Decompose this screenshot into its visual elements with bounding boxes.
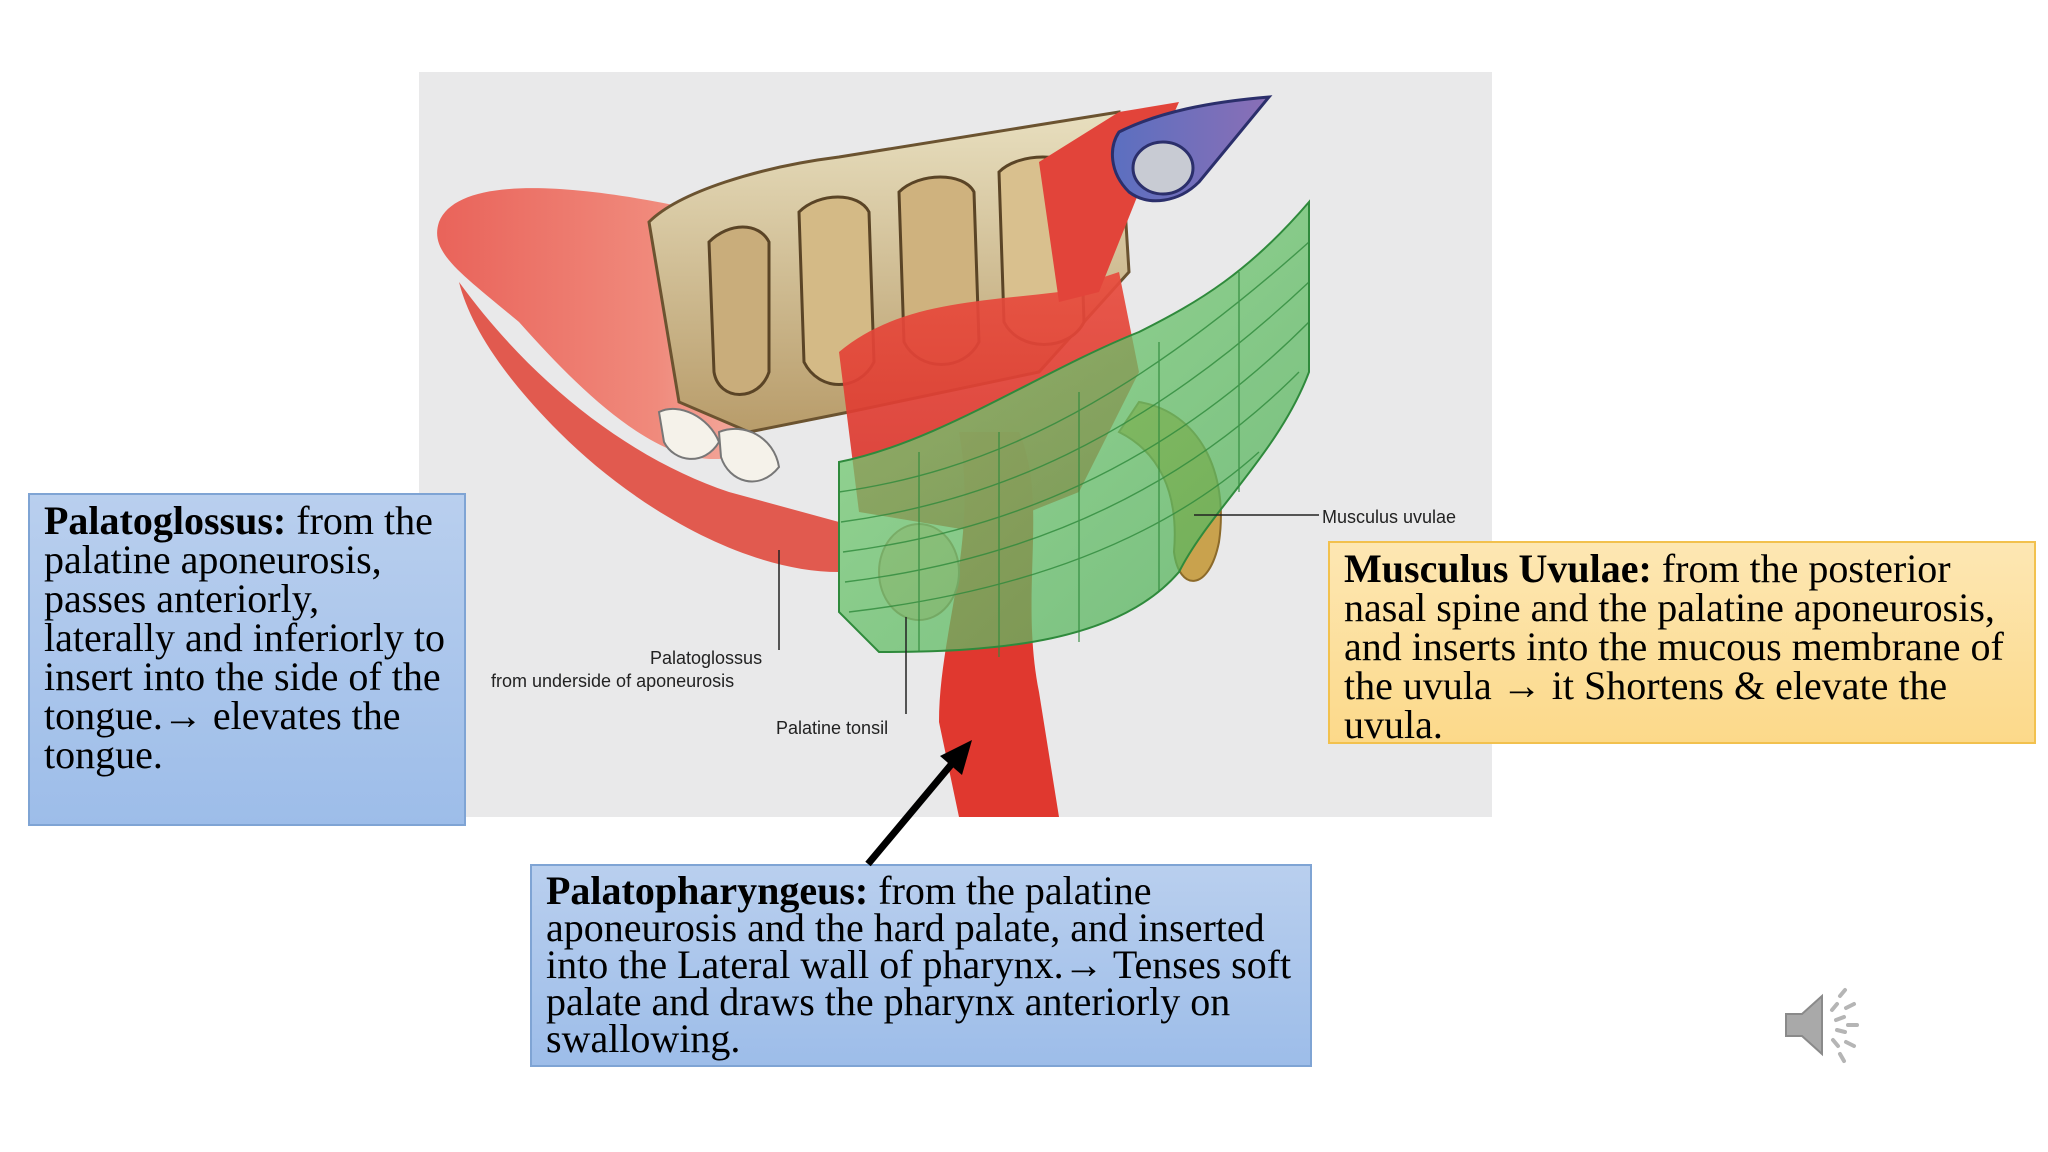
musculus-uvulae-note-title: Musculus Uvulae: (1344, 546, 1652, 591)
leader-lines (778, 514, 1319, 714)
palatoglossus-note-title: Palatoglossus: (44, 498, 287, 543)
palatal-aponeurosis-sheet (838, 199, 1310, 654)
palatoglossus-muscle (459, 282, 839, 572)
musculus-uvulae-note-text: from the posterior nasal spine and the p… (1344, 546, 2004, 747)
palatopharyngeus-note: Palatopharyngeus: from the palatine apon… (530, 864, 1312, 1067)
label-palatoglossus-origin: from underside of aponeurosis (491, 671, 735, 691)
palatopharyngeus-note-title: Palatopharyngeus: (546, 868, 869, 913)
palatoglossus-note-text: from the palatine aponeurosis, passes an… (44, 498, 445, 777)
sheet-grid-lines (838, 241, 1310, 657)
palatoglossus-note: Palatoglossus: from the palatine aponeur… (28, 493, 466, 826)
label-palatoglossus: Palatoglossus (650, 648, 763, 668)
label-musculus-uvulae: Musculus uvulae (1322, 507, 1457, 527)
anatomy-illustration (419, 72, 1492, 817)
palate-muscles-drawing (437, 95, 1319, 817)
palatopharyngeus-note-text: from the palatine aponeurosis and the ha… (546, 868, 1292, 1061)
musculus-uvulae-note: Musculus Uvulae: from the posterior nasa… (1328, 541, 2036, 747)
label-palatine-tonsil: Palatine tonsil (776, 718, 889, 738)
speaker-icon[interactable] (1782, 984, 1864, 1066)
